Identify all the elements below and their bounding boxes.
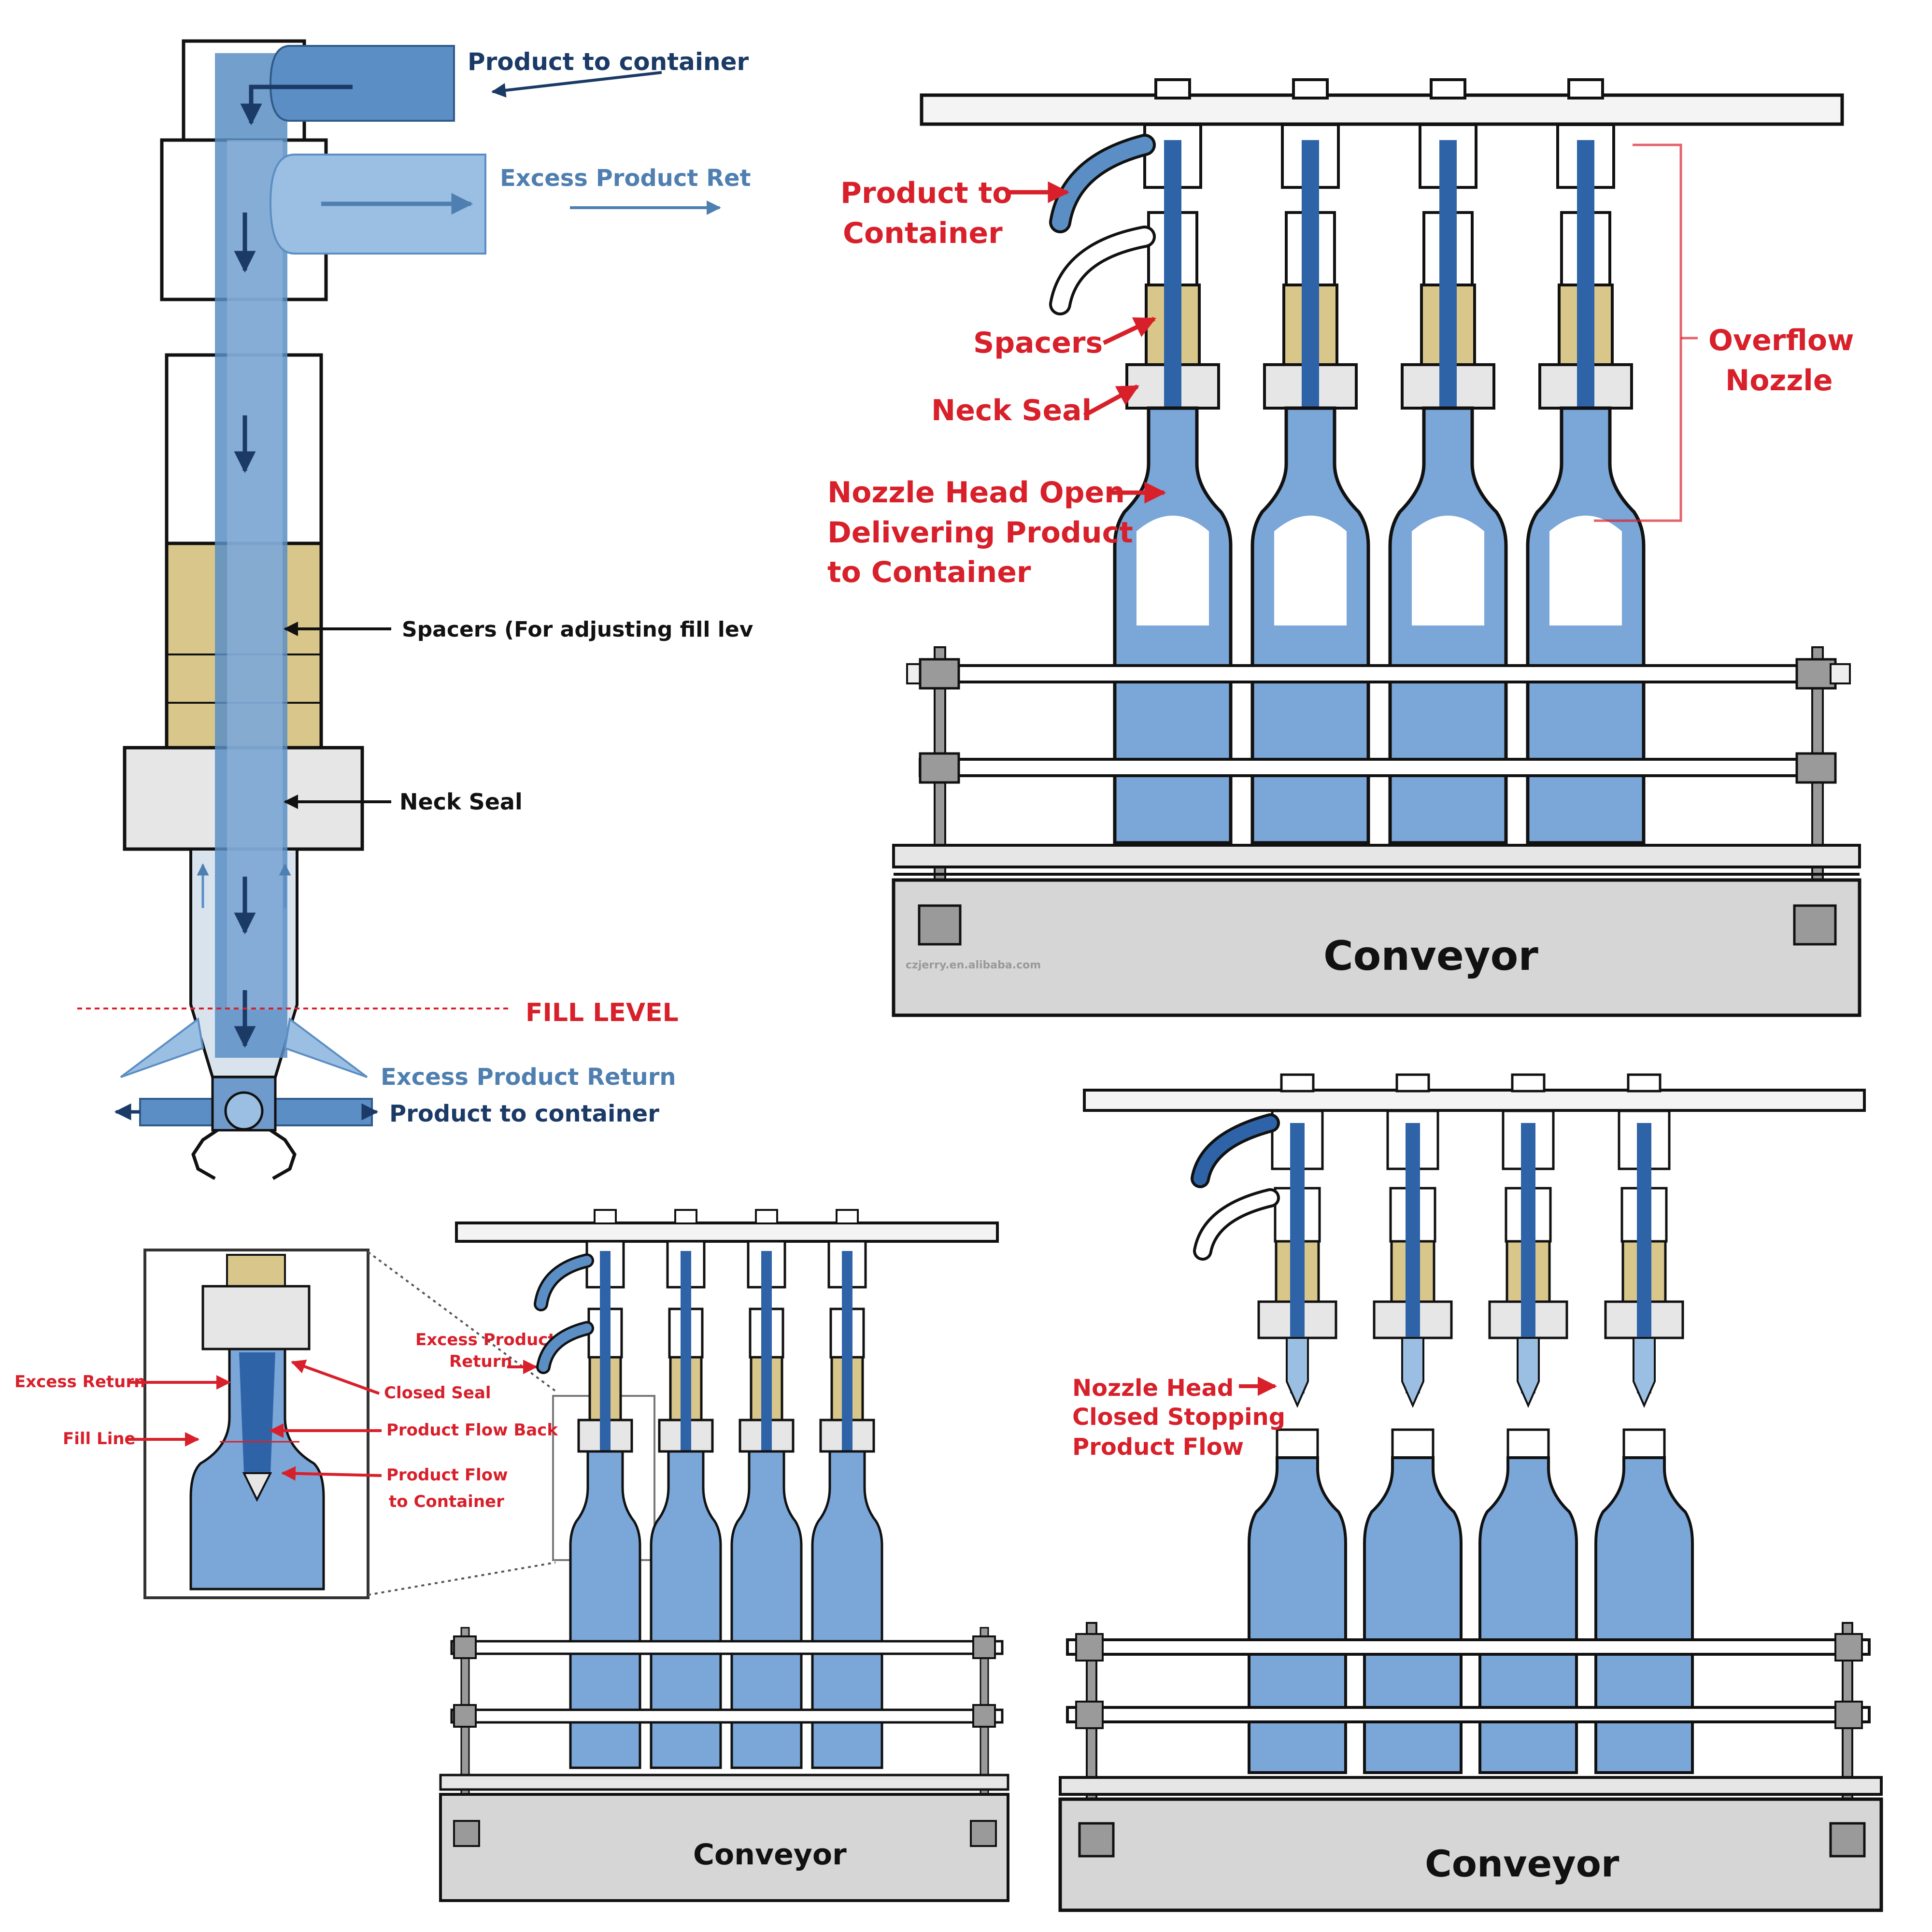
bottle-headspace — [1274, 515, 1347, 625]
bottle — [1248, 1456, 1347, 1774]
nozzle-detail: Product to container Excess Product Ret … — [77, 39, 753, 1180]
label-fill-level: FILL LEVEL — [526, 998, 679, 1027]
clamp — [1627, 1073, 1662, 1093]
clamp — [1292, 78, 1329, 99]
clamp — [674, 1209, 697, 1224]
return-hose — [1052, 228, 1153, 313]
tr-label-overflow-2: Nozzle — [1725, 364, 1833, 398]
bl-label-product-flow-1: Product Flow — [386, 1465, 508, 1485]
bottle-cap-thread — [1276, 1428, 1319, 1459]
br-label-nozzle-closed-3: Product Flow — [1072, 1434, 1244, 1461]
bl-label-conveyor: Conveyor — [693, 1838, 847, 1872]
tr-label-overflow-1: Overflow — [1708, 324, 1854, 357]
clamp — [1567, 78, 1604, 99]
nozzle-tip-closed — [1401, 1337, 1424, 1408]
clamp — [755, 1209, 778, 1224]
tr-label-spacers: Spacers — [973, 326, 1103, 360]
tr-label-product-to-2: Container — [843, 216, 1003, 250]
bl-label-excess-product-1: Excess Product — [415, 1330, 556, 1350]
br-label-conveyor: Conveyor — [1425, 1842, 1619, 1885]
bottle — [569, 1450, 641, 1769]
clamp — [594, 1209, 617, 1224]
bl-label-excess-product-2: Return — [449, 1352, 512, 1371]
filling-machine-inset: Excess Return Fill Line Closed Seal Prod… — [14, 1209, 1009, 1902]
watermark: czjerry.en.alibaba.com — [906, 959, 1041, 971]
bl-label-excess-return: Excess Return — [14, 1372, 145, 1392]
bottle-headspace — [1412, 515, 1484, 625]
guide-rail-upper — [919, 664, 1808, 683]
clamp — [1280, 1073, 1315, 1093]
guide-rail-lower — [919, 758, 1808, 777]
bottle — [650, 1450, 722, 1769]
conveyor-body — [892, 878, 1861, 1017]
nozzle-tip-closed — [1633, 1337, 1656, 1408]
tr-label-nozzle-open-2: Delivering Product — [827, 516, 1133, 550]
tr-label-neck-seal: Neck Seal — [931, 394, 1092, 427]
bl-label-product-flow-2: to Container — [389, 1492, 504, 1511]
tr-label-conveyor: Conveyor — [1323, 932, 1538, 980]
label-excess-product-return-bottom: Excess Product Return — [381, 1064, 676, 1091]
clamp — [1154, 78, 1191, 99]
label-product-to-container-bottom: Product to container — [389, 1100, 659, 1127]
label-product-to-container-top: Product to container — [468, 48, 749, 76]
tr-label-product-to-1: Product to — [840, 176, 1012, 210]
bottle — [811, 1450, 883, 1769]
bottle — [1594, 1456, 1694, 1774]
clamp — [1430, 78, 1466, 99]
bl-label-closed-seal: Closed Seal — [384, 1383, 491, 1403]
bottle — [1363, 1456, 1463, 1774]
br-label-nozzle-closed-1: Nozzle Head — [1072, 1375, 1234, 1402]
bl-label-fill-line: Fill Line — [63, 1429, 136, 1449]
clamp — [1511, 1073, 1546, 1093]
bottle-cap-thread — [1622, 1428, 1666, 1459]
filling-machine-closed: Nozzle Head Closed Stopping Product Flow… — [1058, 1073, 1883, 1912]
clamp — [1395, 1073, 1430, 1093]
filling-machine-open: Product to Container Spacers Neck Seal N… — [827, 78, 1861, 1017]
label-excess-product-return-top: Excess Product Ret — [500, 165, 751, 192]
bottle — [730, 1450, 803, 1769]
bl-conveyor-body — [439, 1793, 1009, 1902]
clamp — [836, 1209, 859, 1224]
br-conveyor-body — [1058, 1797, 1883, 1912]
br-manifold-bar — [1083, 1089, 1866, 1112]
bottle-cap-thread — [1506, 1428, 1550, 1459]
manifold-bar — [920, 93, 1844, 126]
nozzle-tip-closed — [1517, 1337, 1540, 1408]
label-spacers: Spacers (For adjusting fill lev — [402, 617, 753, 642]
product-hose — [1052, 137, 1153, 230]
bottle — [1478, 1456, 1578, 1774]
tr-label-nozzle-open-1: Nozzle Head Open — [827, 476, 1125, 510]
br-label-nozzle-closed-2: Closed Stopping — [1072, 1404, 1285, 1431]
bottle-headspace — [1549, 515, 1622, 625]
nozzle-tip-closed — [1286, 1337, 1309, 1408]
bl-label-product-flow-back: Product Flow Back — [386, 1421, 558, 1440]
label-neck-seal: Neck Seal — [399, 789, 523, 815]
bl-manifold-bar — [455, 1222, 999, 1243]
tr-label-nozzle-open-3: to Container — [827, 555, 1031, 589]
bottle-headspace — [1136, 515, 1209, 625]
bottle-cap-thread — [1391, 1428, 1435, 1459]
product-inlet-elbow — [269, 45, 455, 122]
